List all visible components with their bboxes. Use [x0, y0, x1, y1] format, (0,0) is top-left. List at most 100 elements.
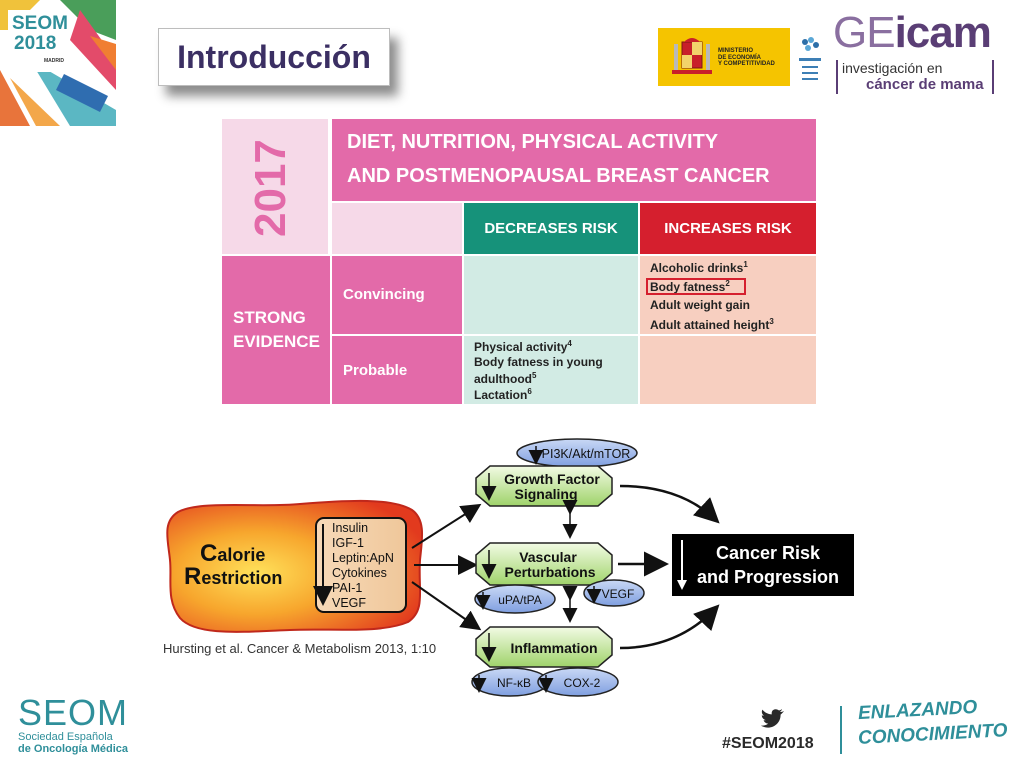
item-text: Adult attained height — [650, 318, 770, 332]
arrow-to-growth — [411, 503, 482, 549]
factor-item: VEGF — [332, 596, 366, 610]
seom-2018-logo-line2: 2018 — [14, 33, 57, 54]
strong-evidence-line-1: STRONG — [233, 308, 306, 327]
title-box: Introducción — [158, 28, 390, 86]
geicam-divider-right — [992, 60, 994, 94]
table-title-cell: DIET, NUTRITION, PHYSICAL ACTIVITY AND P… — [332, 119, 816, 201]
convincing-increases-item: Adult attained height3 — [650, 317, 774, 332]
cancer-label-2: and Progression — [697, 567, 839, 587]
vascular-label-1: Vascular — [519, 549, 577, 565]
factor-item: Insulin — [332, 521, 368, 535]
geicam-logo-icam: icam — [894, 8, 992, 57]
arrow-inflammation-to-cancer — [619, 604, 720, 650]
cancer-risk-box — [672, 534, 854, 596]
inflammation-box — [475, 626, 613, 668]
vascular-label-2: Perturbations — [504, 564, 595, 580]
probable-decreases-cell: Physical activity4 Body fatness in young… — [464, 336, 638, 404]
probable-increases-cell — [640, 336, 816, 404]
year-cell: 2017 — [222, 119, 330, 254]
probable-decreases-item: Physical activity4 — [474, 339, 572, 354]
convincing-decreases-cell — [464, 256, 638, 334]
item-sup: 2 — [725, 279, 730, 288]
convincing-label: Convincing — [343, 286, 425, 303]
twitter-bird-icon — [761, 709, 784, 728]
vegf-label: VEGF — [602, 587, 635, 601]
geicam-flower-icon — [799, 37, 821, 80]
strong-evidence-line-2: EVIDENCE — [233, 332, 320, 351]
arrow-growth-to-cancer — [619, 484, 720, 524]
ministerio-logo: MINISTERIO DE ECONOMÍA Y COMPETITIVIDAD — [658, 28, 790, 86]
pi3k-label: PI3K/Akt/mTOR — [542, 447, 631, 461]
growth-label-2: Signaling — [515, 486, 578, 502]
convincing-increases-item: Body fatness2 — [650, 279, 730, 294]
convincing-increases-item: Alcoholic drinks1 — [650, 260, 748, 275]
seom-2018-logo: SEOM 2018 MADRID — [0, 0, 116, 126]
calorie-initial: C — [200, 540, 217, 567]
cox2-ellipse — [537, 667, 619, 697]
factor-item: Cytokines — [332, 566, 387, 580]
item-sup: 5 — [531, 371, 537, 380]
probable-decreases-item: Body fatness in young — [474, 355, 603, 369]
arrow-to-inflammation — [411, 581, 482, 631]
factor-item: Leptin:ApN — [332, 551, 394, 565]
factor-item: PAI-1 — [332, 581, 362, 595]
header-blank-cell — [332, 203, 462, 254]
growth-factor-box — [475, 465, 613, 507]
convincing-increases-item: Adult weight gain — [650, 298, 750, 312]
footer-divider — [840, 706, 842, 754]
growth-label-1: Growth Factor — [504, 471, 600, 487]
seom-2018-logo-line1: SEOM — [12, 13, 68, 34]
increases-risk-header: INCREASES RISK — [640, 203, 816, 254]
factor-item: IGF-1 — [332, 536, 364, 550]
footer-seom-logo: SEOM — [18, 692, 129, 733]
probable-label: Probable — [343, 362, 408, 379]
item-sup: 1 — [743, 260, 748, 269]
seom-2018-logo-graphic — [0, 0, 116, 126]
probable-cell: Probable — [332, 336, 462, 404]
table-title-line-1: DIET, NUTRITION, PHYSICAL ACTIVITY — [347, 131, 719, 153]
geicam-logo: GEicam — [833, 8, 992, 58]
hashtag-seom2018: #SEOM2018 — [722, 735, 814, 752]
inflammation-label: Inflammation — [510, 640, 597, 656]
convincing-increases-cell: Alcoholic drinks1 Body fatness2 Adult we… — [640, 256, 816, 334]
item-text: adulthood — [474, 372, 532, 386]
evidence-table: 2017 DIET, NUTRITION, PHYSICAL ACTIVITY … — [222, 119, 816, 404]
item-text: Alcoholic drinks — [650, 261, 744, 275]
cox2-label: COX-2 — [564, 676, 601, 690]
ministerio-text: MINISTERIO DE ECONOMÍA Y COMPETITIVIDAD — [718, 48, 775, 67]
item-text: Lactation — [474, 388, 528, 402]
upa-label: uPA/tPA — [498, 593, 542, 607]
factors-box — [315, 517, 407, 613]
body-fatness-highlight-box — [646, 278, 746, 295]
item-sup: 6 — [527, 387, 532, 396]
strong-evidence-cell: STRONG EVIDENCE — [222, 256, 330, 404]
calorie-rest: alorie — [217, 545, 265, 565]
cancer-label-1: Cancer Risk — [716, 543, 821, 563]
item-text: Body fatness — [650, 280, 726, 294]
decreases-risk-label: DECREASES RISK — [484, 220, 618, 237]
geicam-tagline-2: cáncer de mama — [866, 76, 984, 93]
table-title-line-2: AND POSTMENOPAUSAL BREAST CANCER — [347, 165, 770, 187]
coat-of-arms-icon — [672, 38, 712, 74]
nfkb-label: NF-κB — [497, 676, 531, 690]
geicam-divider — [836, 60, 838, 94]
item-text: Body fatness in young — [474, 355, 603, 369]
increases-risk-label: INCREASES RISK — [664, 220, 792, 237]
restriction-initial: R — [184, 563, 201, 590]
item-sup: 3 — [769, 317, 774, 326]
geicam-logo-ge: GE — [833, 8, 896, 57]
footer-seom-sub-2: de Oncología Médica — [18, 743, 129, 755]
decreases-risk-header: DECREASES RISK — [464, 203, 638, 254]
restriction-rest: estriction — [201, 568, 282, 588]
calorie-word: Calorie — [200, 540, 265, 567]
probable-decreases-item: adulthood5 — [474, 371, 536, 386]
restriction-word: Restriction — [184, 563, 282, 590]
item-sup: 4 — [567, 339, 572, 348]
item-text: Adult weight gain — [650, 298, 750, 312]
upa-ellipse — [474, 584, 556, 614]
cancer-down-arrow-head — [677, 580, 687, 590]
citation: Hursting et al. Cancer & Metabolism 2013… — [163, 641, 437, 656]
geicam-tagline-1: investigación en — [842, 60, 943, 76]
convincing-cell: Convincing — [332, 256, 462, 334]
footer-seom-sub-1: Sociedad Española — [18, 731, 113, 743]
